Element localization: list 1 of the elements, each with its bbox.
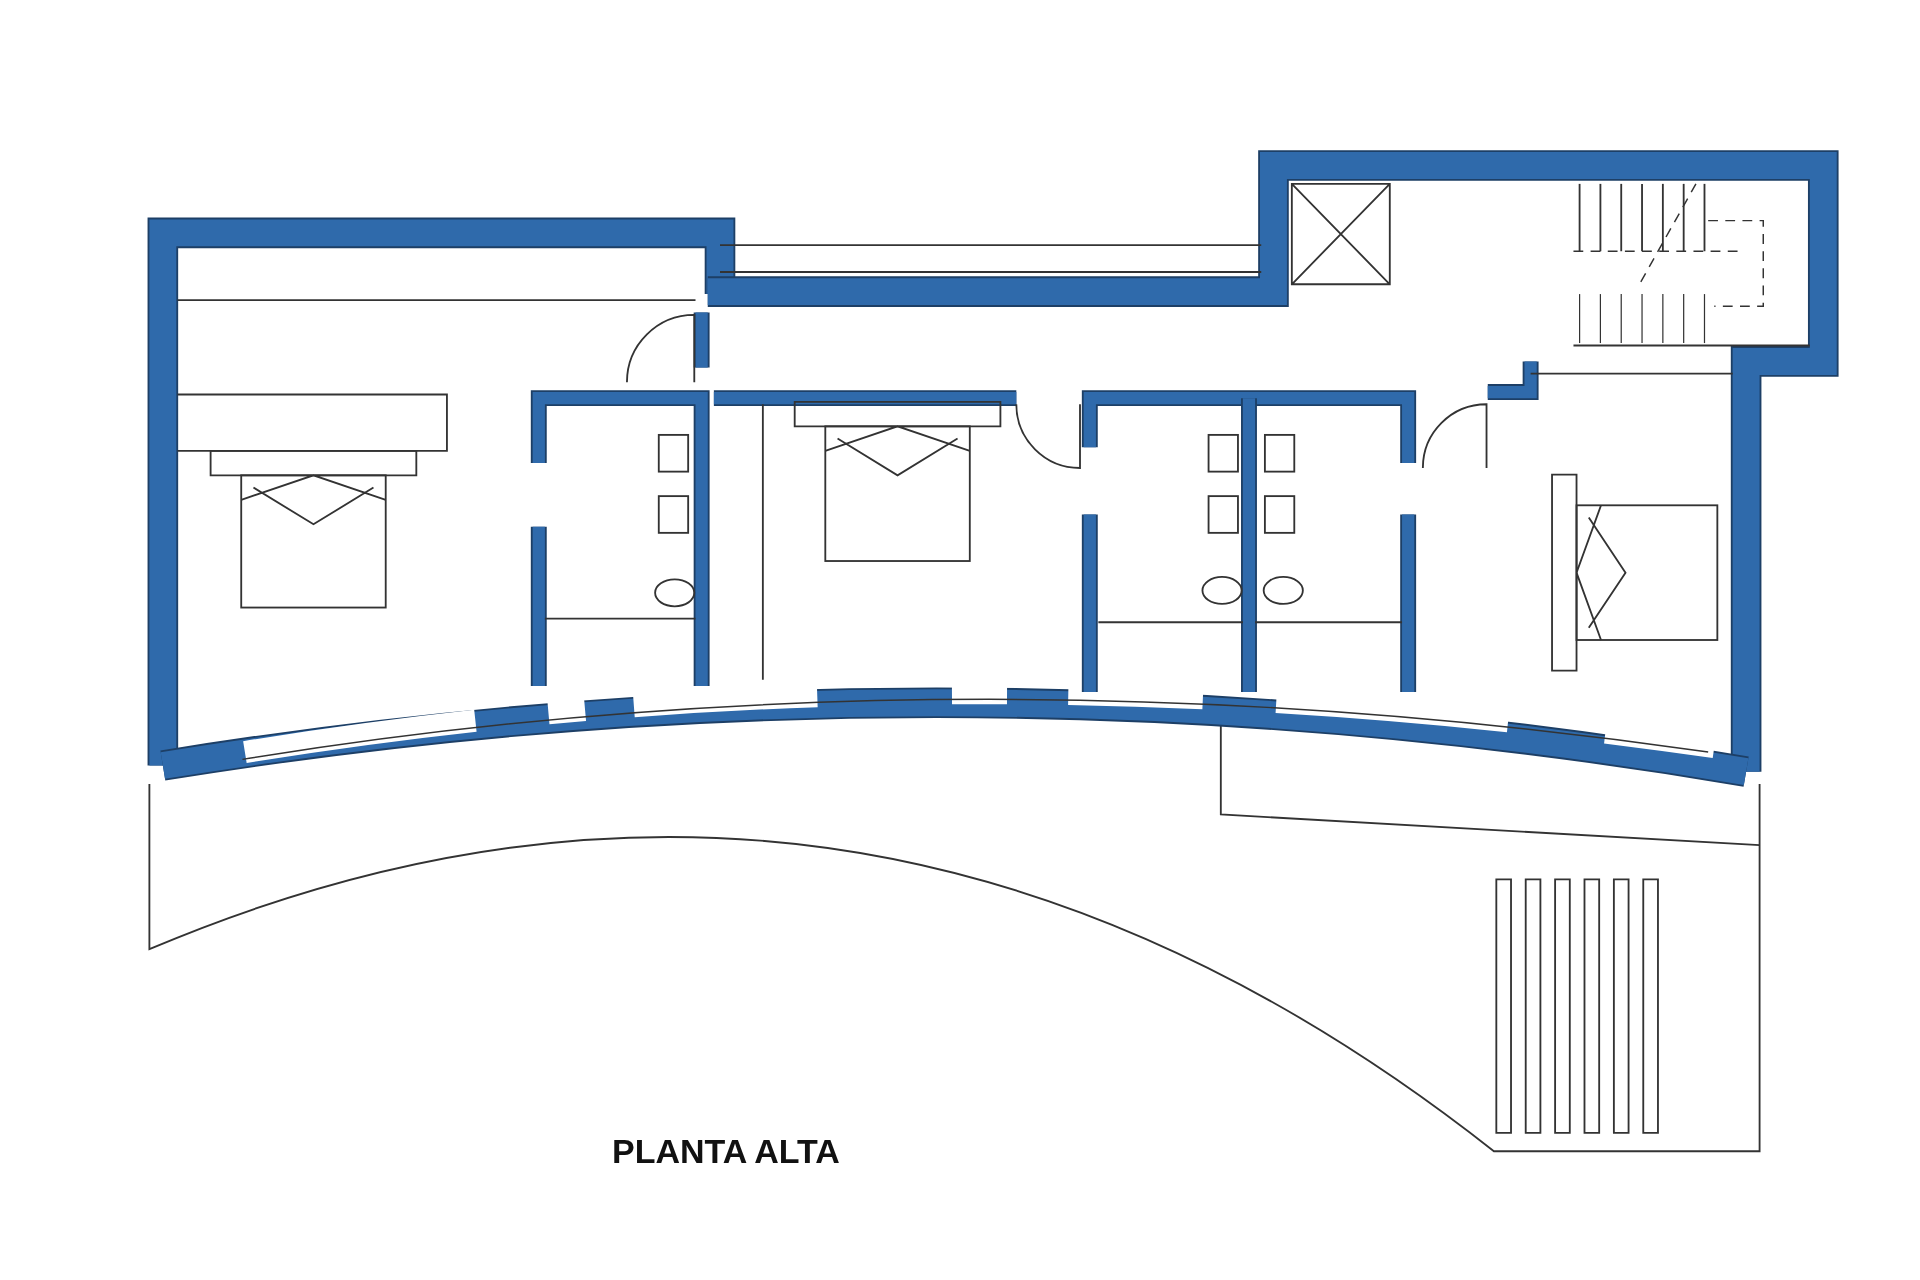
- plan-title: PLANTA ALTA: [612, 1132, 840, 1171]
